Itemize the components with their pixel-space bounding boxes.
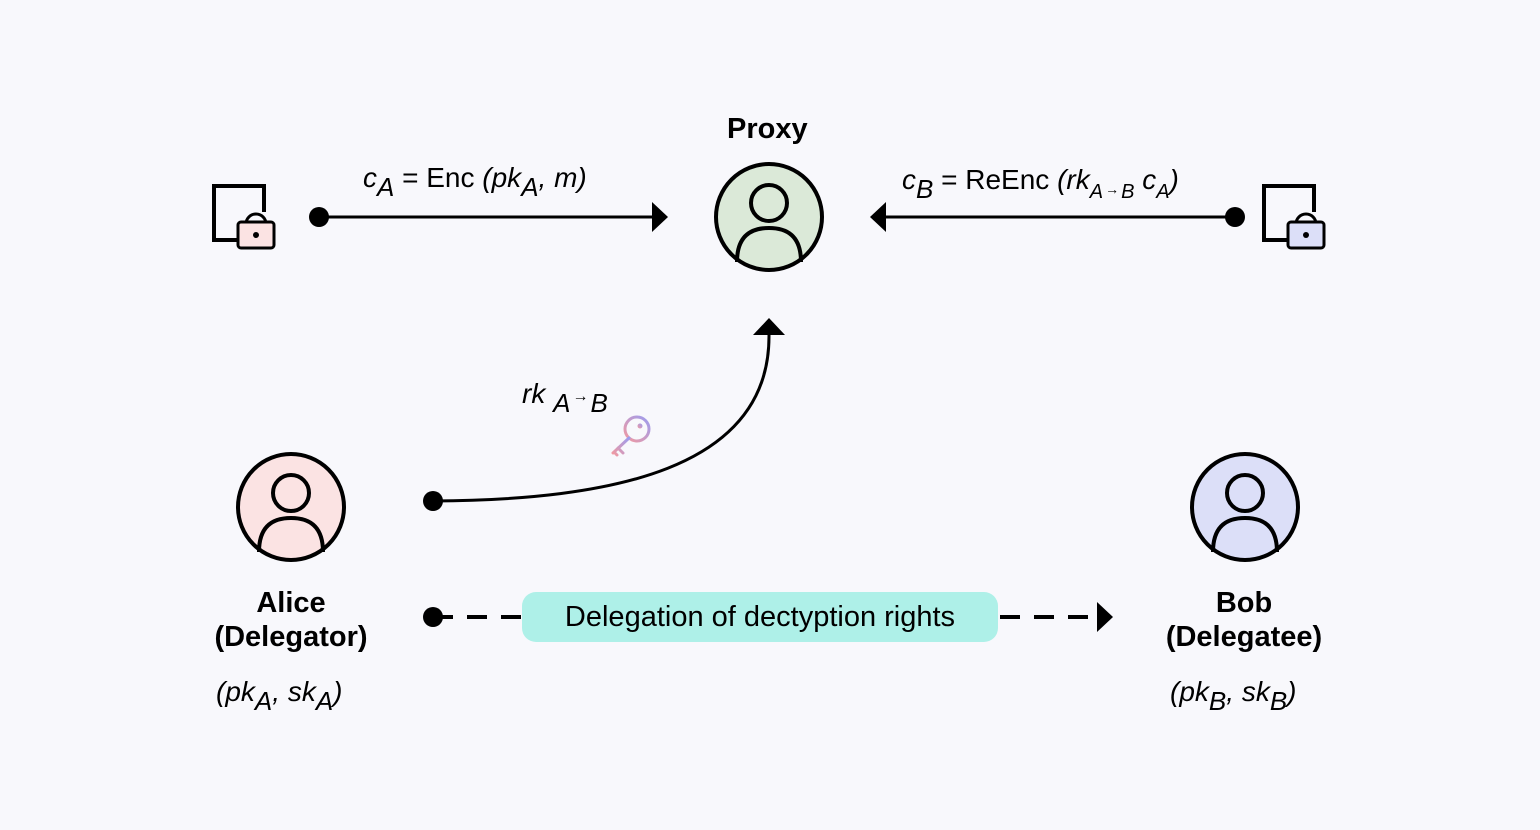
formula-symbol: (pk: [482, 162, 522, 193]
formula-subscript: B: [1208, 686, 1227, 716]
alice-keys: (pkA, skA): [216, 676, 343, 715]
formula-subscript: A: [521, 172, 539, 202]
formula-symbol: c: [902, 164, 916, 195]
formula-subscript-arrow: →: [572, 388, 589, 405]
rekey-label: rk A→B: [522, 378, 608, 417]
bob-label: Bob (Delegatee): [1144, 586, 1344, 654]
formula-symbol: sk: [287, 676, 316, 707]
formula-symbol: c: [1134, 164, 1157, 195]
formula-op: = Enc: [394, 162, 483, 193]
encrypt-arrow: [309, 202, 668, 232]
proxy-title: Proxy: [727, 113, 808, 145]
key-icon: [611, 415, 651, 457]
document-lock-icon: [1262, 184, 1326, 250]
formula-subscript: A: [1089, 181, 1104, 203]
formula-symbol: ,: [272, 676, 288, 707]
formula-symbol: sk: [1241, 676, 1270, 707]
formula-symbol: (: [216, 676, 226, 707]
formula-symbol: , m): [538, 162, 587, 193]
formula-subscript: B: [590, 388, 608, 418]
formula-subscript: A: [1156, 181, 1170, 203]
formula-symbol: ,: [1226, 676, 1242, 707]
formula-symbol: ): [1287, 676, 1297, 707]
bob-name: Bob: [1215, 587, 1273, 619]
bob-keys: (pkB, skB): [1170, 676, 1297, 715]
bob-role: (Delegatee): [1165, 621, 1323, 653]
formula-symbol: (rk: [1057, 164, 1090, 195]
encrypt-formula: cA = Enc (pkA, m): [363, 162, 587, 201]
document-lock-icon: [212, 184, 276, 250]
formula-symbol: rk: [522, 378, 546, 409]
formula-subscript: A: [315, 686, 334, 716]
formula-subscript: B: [916, 174, 934, 204]
formula-symbol: ): [333, 676, 343, 707]
formula-subscript: B: [1269, 686, 1288, 716]
formula-subscript: B: [1121, 181, 1135, 203]
formula-symbol: ): [1169, 164, 1179, 195]
bob-user-icon: [1190, 452, 1300, 562]
formula-symbol: pk: [225, 676, 255, 707]
delegation-label: Delegation of dectyption rights: [522, 592, 998, 642]
formula-op: = ReEnc: [933, 164, 1058, 195]
alice-name: Alice: [256, 587, 326, 619]
formula-subscript: A: [377, 172, 395, 202]
alice-label: Alice (Delegator): [191, 586, 391, 654]
formula-subscript: A: [254, 686, 273, 716]
formula-symbol: (: [1170, 676, 1180, 707]
formula-subscript-arrow: →: [1105, 181, 1120, 197]
alice-role: (Delegator): [214, 621, 368, 653]
reencrypt-formula: cB = ReEnc (rkA→B cA): [902, 164, 1179, 203]
reencrypt-arrow: [870, 202, 1245, 232]
alice-user-icon: [236, 452, 346, 562]
formula-symbol: pk: [1179, 676, 1209, 707]
formula-subscript: A: [553, 388, 571, 418]
formula-symbol: c: [363, 162, 377, 193]
rekey-arrow: [423, 318, 785, 511]
proxy-user-icon: [714, 162, 824, 272]
delegation-arrow: [423, 602, 1113, 632]
